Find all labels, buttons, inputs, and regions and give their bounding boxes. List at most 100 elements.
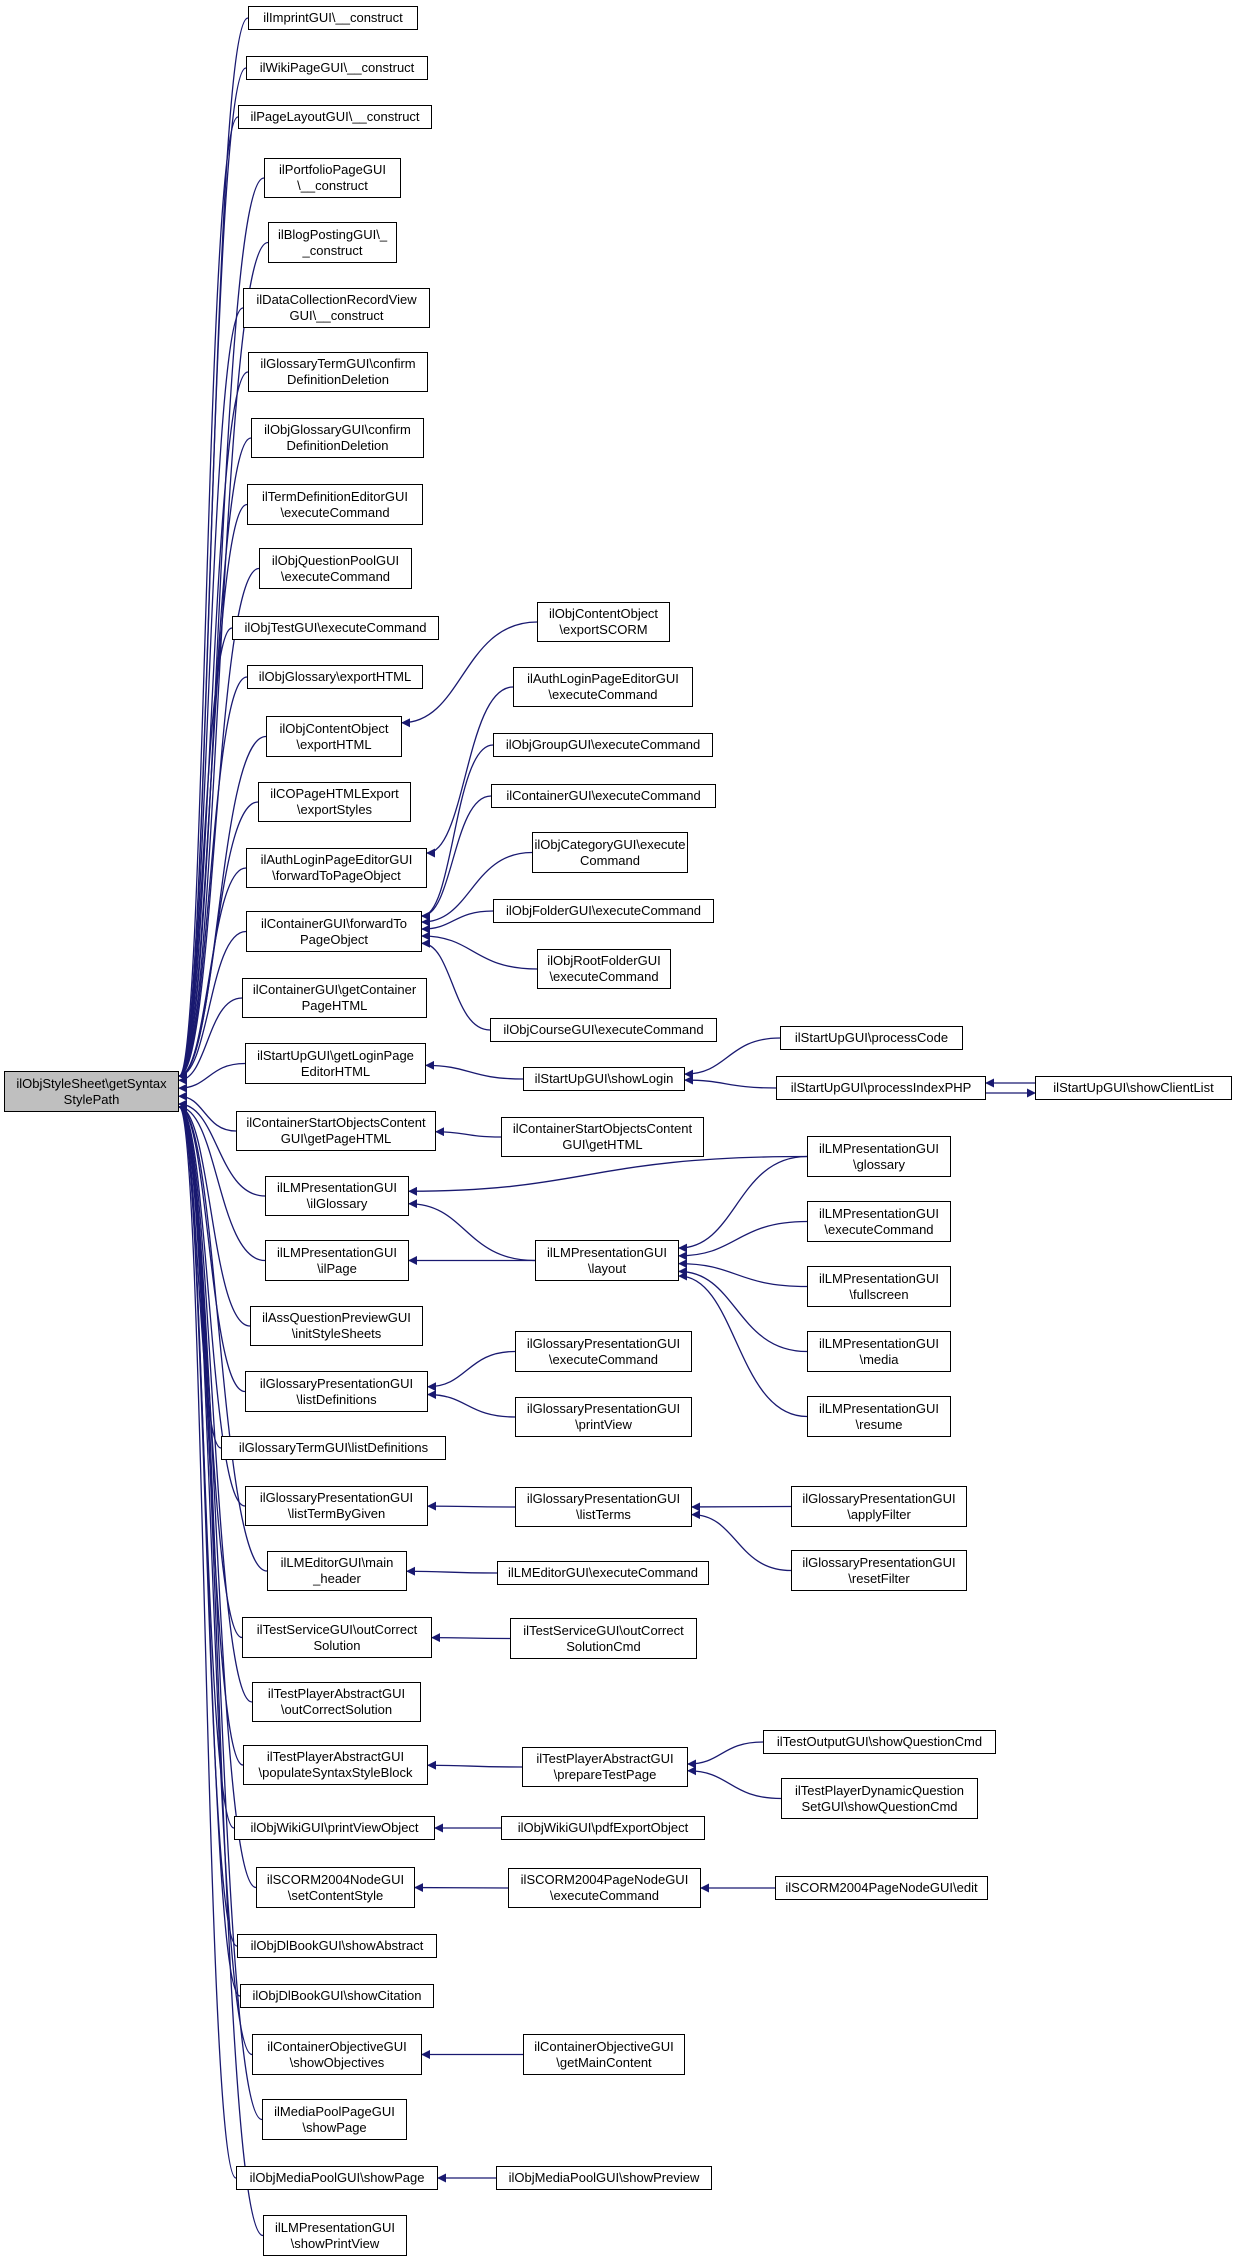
node-e7[interactable]: ilGlossaryPresentationGUI \applyFilter — [791, 1486, 967, 1527]
node-e3[interactable]: ilLMPresentationGUI \executeCommand — [807, 1201, 951, 1242]
node-c17[interactable]: ilStartUpGUI\getLoginPage EditorHTML — [245, 1043, 426, 1084]
node-c8[interactable]: ilTermDefinitionEditorGUI \executeComman… — [247, 484, 423, 525]
node-f0[interactable]: ilStartUpGUI\showClientList — [1035, 1076, 1232, 1100]
edge-e2-to-d10 — [678, 1155, 808, 1253]
edge-d13-to-c24 — [427, 1501, 516, 1511]
node-c9[interactable]: ilObjQuestionPoolGUI \executeCommand — [259, 548, 412, 589]
node-d10[interactable]: ilLMPresentationGUI \layout — [535, 1240, 679, 1281]
node-c26[interactable]: ilTestServiceGUI\outCorrect Solution — [242, 1617, 432, 1658]
edge-d11-to-c22 — [427, 1350, 516, 1392]
node-d2[interactable]: ilObjGroupGUI\executeCommand — [493, 733, 713, 757]
edge-e2-to-c19 — [408, 1155, 808, 1196]
node-c29[interactable]: ilObjWikiGUI\printViewObject — [234, 1816, 435, 1840]
edge-c0-to-root — [178, 17, 249, 1081]
node-c36[interactable]: ilLMPresentationGUI \showPrintView — [263, 2215, 407, 2256]
node-c11[interactable]: ilObjGlossary\exportHTML — [247, 665, 423, 689]
node-d4[interactable]: ilObjCategoryGUI\execute Command — [532, 832, 688, 873]
node-d19[interactable]: ilContainerObjectiveGUI \getMainContent — [523, 2034, 685, 2075]
node-c6[interactable]: ilGlossaryTermGUI\confirm DefinitionDele… — [248, 352, 428, 392]
node-e10[interactable]: ilTestPlayerDynamicQuestion SetGUI\showQ… — [781, 1778, 978, 1819]
edge-c11-to-root — [178, 676, 248, 1081]
node-d5[interactable]: ilObjFolderGUI\executeCommand — [493, 899, 714, 923]
node-d3[interactable]: ilContainerGUI\executeCommand — [491, 784, 716, 808]
edge-d2-to-c15 — [421, 744, 494, 921]
node-e6[interactable]: ilLMPresentationGUI \resume — [807, 1396, 951, 1437]
edge-e5-to-d10 — [678, 1266, 808, 1353]
node-c32[interactable]: ilObjDlBookGUI\showCitation — [240, 1984, 434, 2008]
edge-c2-to-root — [178, 116, 239, 1081]
node-c1[interactable]: ilWikiPageGUI\__construct — [246, 56, 428, 80]
node-e11[interactable]: ilSCORM2004PageNodeGUI\edit — [775, 1876, 988, 1900]
node-c16[interactable]: ilContainerGUI\getContainer PageHTML — [242, 978, 427, 1018]
node-d20[interactable]: ilObjMediaPoolGUI\showPreview — [496, 2166, 712, 2190]
node-c34[interactable]: ilMediaPoolPageGUI \showPage — [262, 2099, 407, 2140]
edge-c20-to-root — [178, 1102, 266, 1262]
node-c2[interactable]: ilPageLayoutGUI\__construct — [238, 105, 432, 129]
edge-e1-to-d8 — [684, 1075, 777, 1089]
node-c0[interactable]: ilImprintGUI\__construct — [248, 6, 418, 30]
node-d12[interactable]: ilGlossaryPresentationGUI \printView — [515, 1397, 692, 1437]
node-c22[interactable]: ilGlossaryPresentationGUI \listDefinitio… — [245, 1371, 428, 1412]
edge-c32-to-root — [178, 1102, 241, 1997]
node-c14[interactable]: ilAuthLoginPageEditorGUI \forwardToPageO… — [246, 848, 427, 888]
node-c5[interactable]: ilDataCollectionRecordView GUI\__constru… — [243, 288, 430, 328]
node-c35[interactable]: ilObjMediaPoolGUI\showPage — [236, 2166, 438, 2190]
edge-e4-to-d10 — [678, 1259, 808, 1288]
edge-e9-to-d16 — [687, 1741, 764, 1769]
node-e0[interactable]: ilStartUpGUI\processCode — [780, 1026, 963, 1050]
node-c21[interactable]: ilAssQuestionPreviewGUI \initStyleSheets — [250, 1306, 423, 1346]
node-d14[interactable]: ilLMEditorGUI\executeCommand — [497, 1561, 709, 1585]
node-c13[interactable]: ilCOPageHTMLExport \exportStyles — [258, 782, 411, 822]
node-c18[interactable]: ilContainerStartObjectsContent GUI\getPa… — [236, 1111, 436, 1151]
node-c12[interactable]: ilObjContentObject \exportHTML — [266, 716, 402, 757]
node-c27[interactable]: ilTestPlayerAbstractGUI \outCorrectSolut… — [252, 1682, 421, 1722]
node-e9[interactable]: ilTestOutputGUI\showQuestionCmd — [763, 1730, 996, 1754]
node-c31[interactable]: ilObjDlBookGUI\showAbstract — [237, 1934, 437, 1958]
edge-c21-to-root — [178, 1102, 251, 1327]
node-c23[interactable]: ilGlossaryTermGUI\listDefinitions — [221, 1436, 446, 1460]
node-c30[interactable]: ilSCORM2004NodeGUI \setContentStyle — [256, 1867, 415, 1908]
edge-d15-to-c26 — [431, 1633, 511, 1643]
edge-c30-to-root — [178, 1102, 257, 1889]
node-e2[interactable]: ilLMPresentationGUI \glossary — [807, 1136, 951, 1177]
node-d16[interactable]: ilTestPlayerAbstractGUI \prepareTestPage — [522, 1747, 688, 1787]
node-d8[interactable]: ilStartUpGUI\showLogin — [523, 1067, 685, 1091]
node-c3[interactable]: ilPortfolioPageGUI \__construct — [264, 158, 401, 198]
node-d9[interactable]: ilContainerStartObjectsContent GUI\getHT… — [501, 1117, 704, 1157]
node-e8[interactable]: ilGlossaryPresentationGUI \resetFilter — [791, 1550, 967, 1591]
node-d17[interactable]: ilObjWikiGUI\pdfExportObject — [501, 1816, 705, 1840]
node-d1[interactable]: ilAuthLoginPageEditorGUI \executeCommand — [513, 667, 693, 707]
node-c19[interactable]: ilLMPresentationGUI \ilGlossary — [265, 1176, 409, 1216]
node-d0[interactable]: ilObjContentObject \exportSCORM — [537, 602, 670, 642]
edge-c25-to-root — [178, 1102, 268, 1572]
node-e5[interactable]: ilLMPresentationGUI \media — [807, 1331, 951, 1372]
edge-c16-to-root — [178, 997, 243, 1085]
node-e4[interactable]: ilLMPresentationGUI \fullscreen — [807, 1266, 951, 1307]
node-c7[interactable]: ilObjGlossaryGUI\confirm DefinitionDelet… — [251, 418, 424, 458]
node-c24[interactable]: ilGlossaryPresentationGUI \listTermByGiv… — [245, 1486, 428, 1526]
edge-c34-to-root — [178, 1102, 263, 2121]
edge-c22-to-root — [178, 1102, 246, 1393]
node-e1[interactable]: ilStartUpGUI\processIndexPHP — [776, 1076, 986, 1100]
node-d11[interactable]: ilGlossaryPresentationGUI \executeComman… — [515, 1331, 692, 1372]
node-c28[interactable]: ilTestPlayerAbstractGUI \populateSyntaxS… — [243, 1745, 428, 1785]
edge-c19-to-root — [178, 1099, 266, 1197]
node-d13[interactable]: ilGlossaryPresentationGUI \listTerms — [515, 1487, 692, 1527]
node-d18[interactable]: ilSCORM2004PageNodeGUI \executeCommand — [508, 1868, 701, 1908]
node-d15[interactable]: ilTestServiceGUI\outCorrect SolutionCmd — [510, 1618, 697, 1659]
edge-c15-to-root — [178, 930, 247, 1081]
node-c10[interactable]: ilObjTestGUI\executeCommand — [232, 616, 439, 640]
node-c33[interactable]: ilContainerObjectiveGUI \showObjectives — [252, 2034, 422, 2075]
node-c4[interactable]: ilBlogPostingGUI\_ _construct — [268, 222, 397, 263]
node-c15[interactable]: ilContainerGUI\forwardTo PageObject — [246, 911, 422, 952]
node-d7[interactable]: ilObjCourseGUI\executeCommand — [490, 1018, 717, 1042]
node-d6[interactable]: ilObjRootFolderGUI \executeCommand — [537, 949, 671, 989]
node-root: ilObjStyleSheet\getSyntax StylePath — [4, 1071, 179, 1112]
edge-d7-to-c15 — [421, 938, 491, 1031]
edge-d4-to-c15 — [421, 851, 533, 927]
edge-d1-to-c14 — [426, 686, 514, 858]
node-c20[interactable]: ilLMPresentationGUI \ilPage — [265, 1240, 409, 1281]
node-c25[interactable]: ilLMEditorGUI\main _header — [267, 1551, 407, 1591]
edge-e10-to-d16 — [687, 1766, 782, 1800]
edge-d3-to-c15 — [421, 795, 492, 921]
